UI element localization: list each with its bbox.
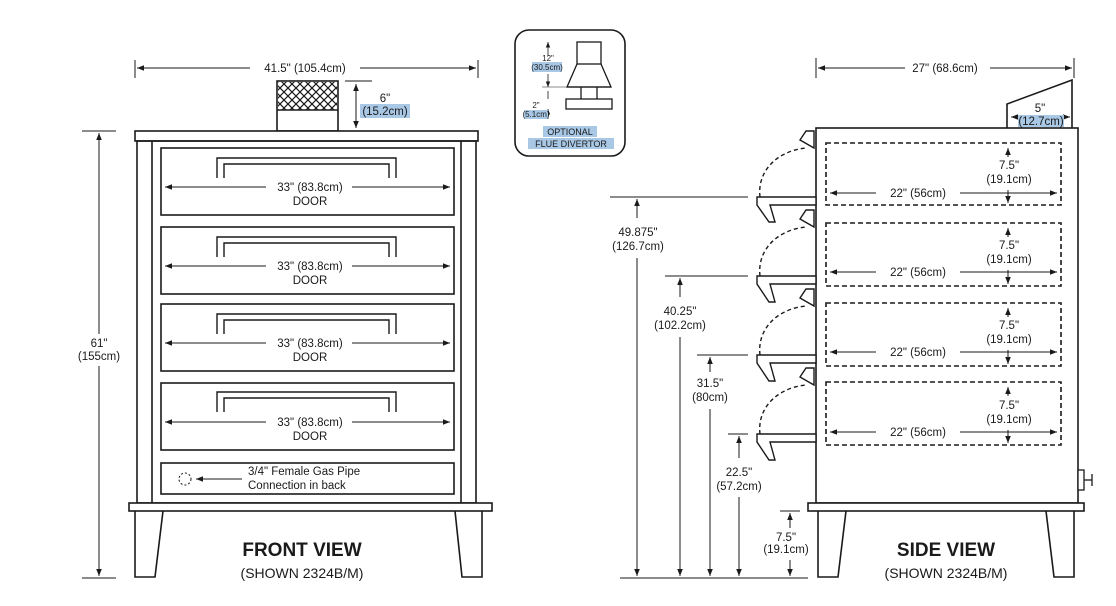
vent-width-in: 5" [1035, 103, 1045, 115]
deck-labels: 22" (56cm) 7.5" (19.1cm) 22" (56cm) 7.5"… [890, 160, 1032, 439]
side-cabinet [815, 127, 1079, 504]
flue-divertor-label-1: OPTIONAL [547, 127, 593, 137]
front-leg-left [134, 510, 164, 578]
front-top-cap [134, 130, 479, 142]
deck-depth-dimensions [830, 190, 1057, 435]
front-width-dimension [134, 60, 479, 78]
front-height-in: 61" [91, 338, 108, 350]
flue-height-dimension [345, 80, 372, 128]
door-panels [160, 147, 455, 451]
height-1-in: 49.875" [618, 227, 657, 239]
deck-1-depth: 22" (56cm) [890, 188, 946, 200]
door-3-width-label: 33" (83.8cm) [277, 338, 343, 350]
deck-1-height-in: 7.5" [999, 160, 1019, 172]
front-base [128, 502, 493, 512]
deck-2-height-cm: (19.1cm) [986, 254, 1032, 266]
front-view-subtitle: (SHOWN 2324B/M) [241, 565, 364, 581]
side-decks [825, 142, 1062, 446]
deck-3-depth: 22" (56cm) [890, 347, 946, 359]
door-shelves [756, 130, 817, 461]
door-4-width-label: 33" (83.8cm) [277, 417, 343, 429]
height-1-cm: (126.7cm) [612, 241, 664, 253]
height-5-cm: (19.1cm) [763, 544, 809, 556]
door-swing-arcs [759, 147, 807, 435]
side-view [610, 58, 1093, 579]
deck-3-height-in: 7.5" [999, 320, 1019, 332]
gas-pipe-icon [178, 472, 192, 486]
flue-height-cm: (15.2cm) [362, 106, 408, 118]
flue-divertor-bottom-in: 2" [532, 101, 539, 110]
deck-4-height-in: 7.5" [999, 400, 1019, 412]
front-width-label: 41.5" (105.4cm) [264, 63, 346, 75]
gas-connection-line2: Connection in back [248, 480, 346, 492]
side-height-dimensions [610, 196, 808, 579]
height-2-cm: (102.2cm) [654, 320, 706, 332]
flue-divertor-inset [514, 29, 626, 157]
door-handles [216, 157, 397, 412]
front-view: 41.5" (105.4cm) 6" (15.2cm) [128, 60, 493, 578]
door-4-label: DOOR [293, 431, 328, 443]
side-height-labels: 49.875" (126.7cm) 40.25" (102.2cm) 31.5"… [612, 227, 809, 556]
height-5-in: 7.5" [776, 532, 796, 544]
side-leg-right [1045, 510, 1075, 578]
height-4-in: 22.5" [726, 467, 752, 479]
door-2-width-label: 33" (83.8cm) [277, 261, 343, 273]
deck-4-height-cm: (19.1cm) [986, 414, 1032, 426]
door-1-width-label: 33" (83.8cm) [277, 182, 343, 194]
gas-connection-panel [160, 462, 455, 495]
door-2-label: DOOR [293, 275, 328, 287]
front-leg-right [454, 510, 483, 578]
gas-connection-line1: 3/4" Female Gas Pipe [248, 466, 360, 478]
door-width-dimensions [165, 184, 450, 425]
flue-divertor-top-cm: (30.5cm) [531, 63, 563, 72]
flue-divertor-bottom-cm: (5.1cm) [522, 110, 549, 119]
deck-3-height-cm: (19.1cm) [986, 334, 1032, 346]
deck-1-height-cm: (19.1cm) [986, 174, 1032, 186]
side-leg-left [817, 510, 847, 578]
front-height-cm: (155cm) [78, 351, 120, 363]
front-view-title: FRONT VIEW [242, 540, 361, 561]
vent-width-cm: (12.7cm) [1018, 116, 1064, 128]
side-view-subtitle: (SHOWN 2324B/M) [885, 565, 1008, 581]
door-3-label: DOOR [293, 352, 328, 364]
height-3-cm: (80cm) [692, 392, 728, 404]
flue-divertor-label-2: FLUE DIVERTOR [535, 139, 607, 149]
door-1-label: DOOR [293, 196, 328, 208]
side-view-title: SIDE VIEW [897, 540, 995, 561]
side-depth-label: 27" (68.6cm) [912, 63, 978, 75]
front-height-dimension [82, 130, 116, 579]
flue-height-in: 6" [380, 93, 390, 105]
height-3-in: 31.5" [697, 378, 723, 390]
door-labels: 33" (83.8cm) DOOR 33" (83.8cm) DOOR 33" … [277, 182, 343, 443]
side-depth-dimension [815, 58, 1075, 78]
flue-box [276, 80, 339, 132]
gas-fitting [1077, 469, 1093, 491]
flue-divertor-top-in: 12" [542, 54, 554, 63]
side-base [807, 502, 1085, 512]
deck-2-depth: 22" (56cm) [890, 267, 946, 279]
deck-4-depth: 22" (56cm) [890, 427, 946, 439]
height-4-cm: (57.2cm) [716, 481, 762, 493]
deck-2-height-in: 7.5" [999, 240, 1019, 252]
height-2-in: 40.25" [664, 306, 697, 318]
